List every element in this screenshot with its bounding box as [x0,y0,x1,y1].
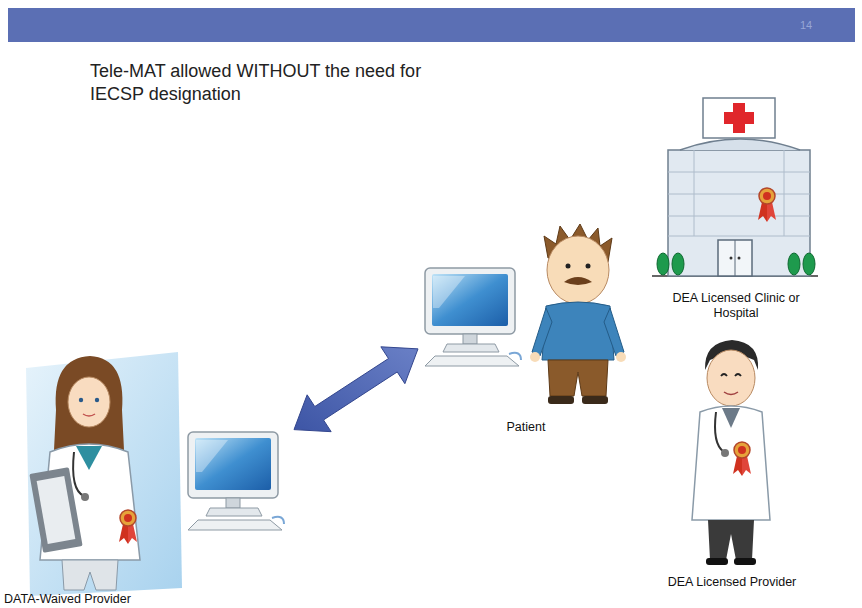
figure-label: DEA Licensed Provider [668,575,797,589]
figure-node: DEA Licensed Provider [662,335,802,589]
computer-icon [425,268,521,366]
page-number: 14 [800,19,812,31]
slide-title: Tele-MAT allowed WITHOUT the need for IE… [90,60,450,105]
double-arrow [294,347,418,432]
figure-label: DATA-Waived Provider [4,592,131,606]
hospital-icon [652,98,818,276]
figure-node: DATA-Waived Provider [2,420,294,606]
doctor-figure [692,340,770,565]
computer-icon [188,432,284,530]
figure-node: Patient [418,222,634,434]
figure-label: Patient [507,420,546,434]
patient-figure [530,224,626,404]
doctor-figure [26,352,182,596]
header-bar [8,8,855,42]
figure-node: DEA Licensed Clinic or Hospital [650,92,822,320]
figure-label: DEA Licensed Clinic or Hospital [671,291,801,320]
